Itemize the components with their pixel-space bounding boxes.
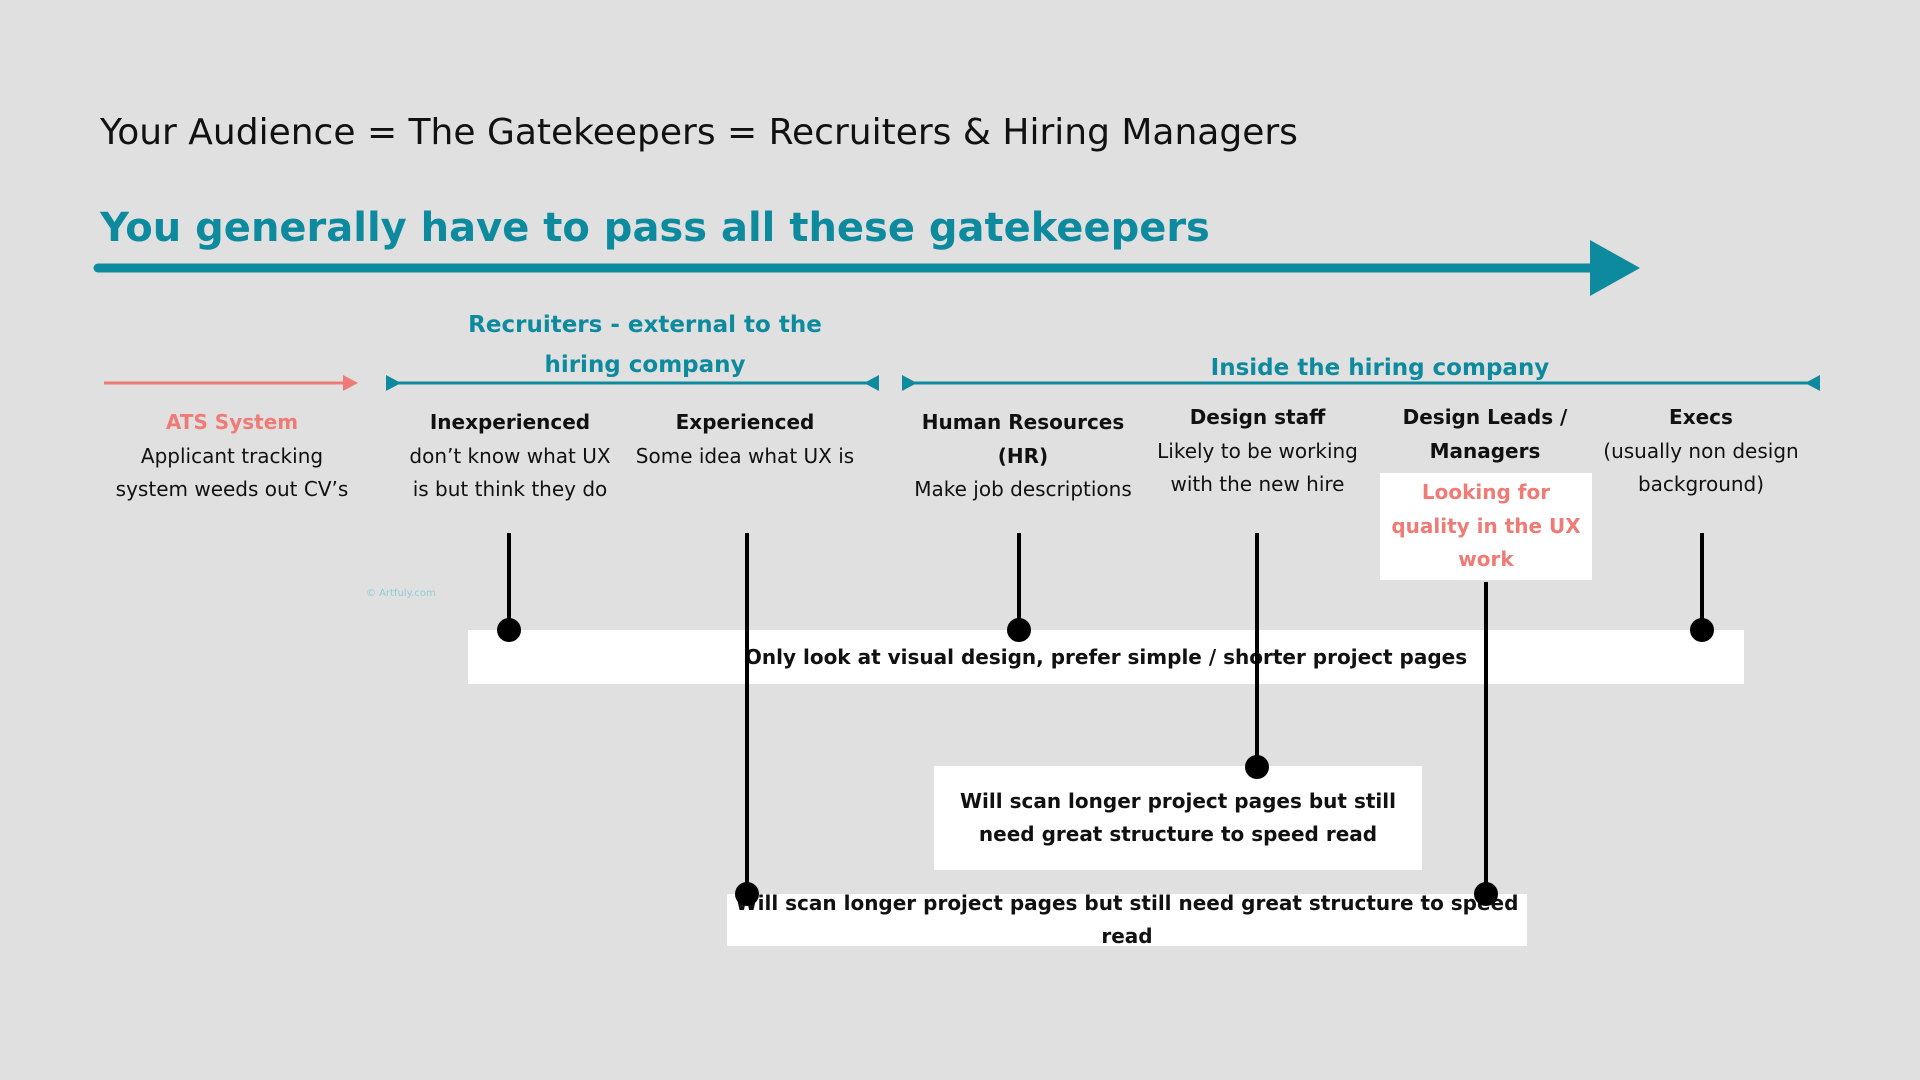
execs-heading: Execs: [1669, 405, 1733, 429]
design-staff-connector: [1255, 533, 1259, 766]
ats-heading: ATS System: [165, 410, 299, 434]
design-leads-heading-line1: Design Leads /: [1402, 405, 1568, 429]
hr-connector: [1017, 533, 1021, 630]
visual-design-box: Only look at visual design, prefer simpl…: [468, 630, 1744, 684]
design-staff-column: Design staff Likely to be working with t…: [1140, 401, 1375, 502]
design-staff-box: Will scan longer project pages but still…: [934, 766, 1422, 870]
experienced-desc-line1: Some idea what UX is: [635, 443, 855, 468]
design-staff-dot: [1245, 755, 1269, 779]
inside-bracket-right-head: [1805, 375, 1820, 391]
hr-heading-line1: Human Resources: [921, 410, 1125, 434]
watermark: © Artfuly.com: [366, 588, 436, 599]
recruiters-group-label: Recruiters - external to the hiring comp…: [468, 312, 822, 378]
experienced-dot: [735, 882, 759, 906]
design-leads-dot: [1474, 882, 1498, 906]
inexperienced-desc-line2: is but think they do: [412, 477, 608, 501]
hr-heading-line2: (HR): [997, 443, 1049, 468]
design-leads-column: Design Leads / Managers: [1380, 401, 1590, 468]
design-leads-callout: Looking for quality in the UX work: [1380, 473, 1592, 580]
hr-column: Human Resources (HR) Make job descriptio…: [898, 406, 1148, 507]
hr-dot: [1007, 618, 1031, 642]
ats-desc-line1: Applicant tracking: [140, 443, 324, 468]
recruiters-bracket-left-head: [386, 375, 401, 391]
experienced-heading: Experienced: [675, 410, 815, 434]
execs-dot: [1690, 618, 1714, 642]
inexperienced-heading: Inexperienced: [429, 410, 591, 434]
visual-design-box-text: Only look at visual design, prefer simpl…: [744, 644, 1468, 669]
inside-bracket-left-head: [902, 375, 917, 391]
experienced-box-text: Will scan longer project pages but still…: [735, 891, 1519, 948]
execs-column: Execs (usually non design background): [1590, 401, 1812, 502]
design-leads-heading-line2: Managers: [1429, 438, 1541, 463]
inside-group-label: Inside the hiring company: [1210, 355, 1550, 381]
execs-desc-line1: (usually non design: [1603, 438, 1799, 463]
main-arrow-head: [1590, 240, 1640, 296]
design-staff-box-text: Will scan longer project pages but still…: [960, 789, 1396, 846]
design-staff-desc-line1: Likely to be working: [1157, 438, 1358, 463]
ats-arrow-head: [343, 375, 358, 391]
inexperienced-column: Inexperienced don’t know what UX is but …: [380, 406, 640, 507]
page-subtitle: You generally have to pass all these gat…: [100, 205, 1210, 251]
experienced-connector: [745, 533, 749, 894]
design-staff-heading: Design staff: [1189, 405, 1326, 429]
inexperienced-dot: [497, 618, 521, 642]
experienced-column: Experienced Some idea what UX is: [620, 406, 870, 473]
page-title: Your Audience = The Gatekeepers = Recrui…: [100, 112, 1298, 153]
ats-column: ATS System Applicant tracking system wee…: [92, 406, 372, 507]
inexperienced-connector: [507, 533, 511, 630]
inexperienced-desc-line1: don’t know what UX: [409, 443, 611, 468]
execs-desc-line2: background): [1637, 472, 1765, 496]
hr-desc-line1: Make job descriptions: [914, 477, 1132, 501]
design-leads-connector: [1484, 582, 1488, 894]
execs-connector: [1700, 533, 1704, 630]
experienced-box: Will scan longer project pages but still…: [727, 891, 1527, 948]
ats-desc-line2: system weeds out CV’s: [115, 477, 349, 501]
design-staff-desc-line2: with the new hire: [1170, 472, 1345, 496]
recruiters-bracket-right-head: [864, 375, 879, 391]
